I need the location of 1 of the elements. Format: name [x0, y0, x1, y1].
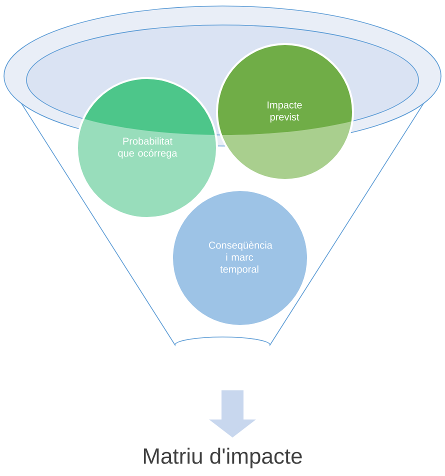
result-label: Matriu d'impacte [144, 448, 302, 468]
